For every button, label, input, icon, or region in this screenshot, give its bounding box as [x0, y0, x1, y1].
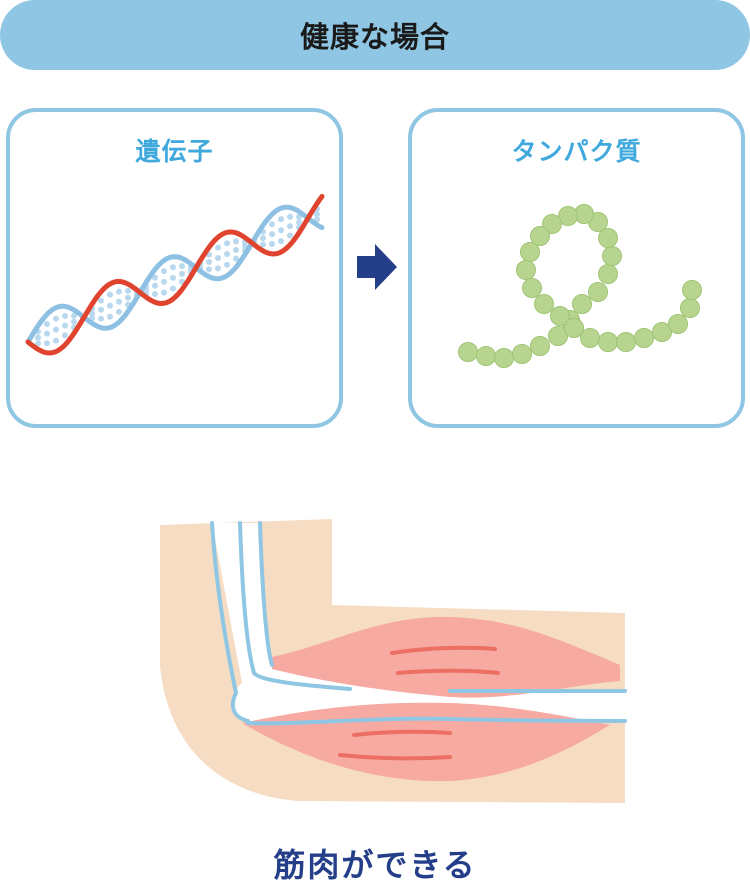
- protein-chain-icon: [458, 204, 702, 368]
- header-title: 健康な場合: [299, 20, 450, 54]
- caption: 筋肉ができる: [273, 846, 477, 884]
- header-banner: 健康な場合: [0, 0, 750, 70]
- protein-panel: タンパク質: [408, 108, 745, 428]
- arrow-right-icon: [357, 244, 397, 290]
- protein-panel-title: タンパク質: [511, 137, 642, 166]
- elbow-muscle-icon: [160, 519, 627, 803]
- gene-panel-title: 遺伝子: [135, 137, 214, 166]
- dna-helix-icon: [25, 193, 325, 356]
- gene-panel: 遺伝子: [6, 108, 343, 428]
